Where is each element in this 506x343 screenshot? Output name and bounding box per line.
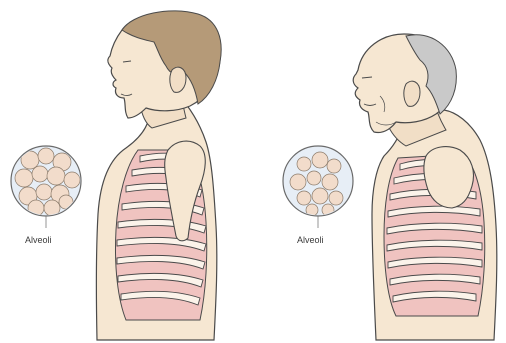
young-ear xyxy=(170,67,186,92)
older-man-figure xyxy=(353,34,497,340)
young-alveoli-inset xyxy=(11,146,81,228)
older-alveoli-inset xyxy=(283,146,353,228)
older-ear xyxy=(404,81,420,106)
young-man-figure xyxy=(96,11,221,340)
alveoli-label-young: Alveoli xyxy=(25,235,52,245)
alveoli-label-older: Alveoli xyxy=(297,235,324,245)
